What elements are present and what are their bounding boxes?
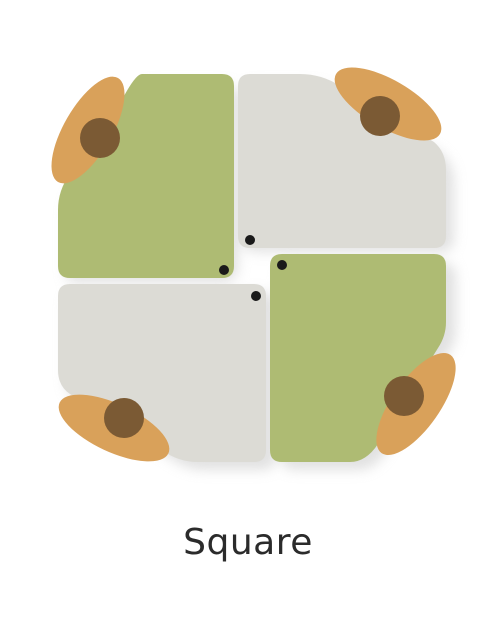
cable-port-bottom-left: [251, 291, 261, 301]
person-icon: [104, 398, 144, 438]
person-icon: [80, 118, 120, 158]
person-icon: [384, 376, 424, 416]
person-icon: [360, 96, 400, 136]
cable-port-top-right: [245, 235, 255, 245]
cable-port-bottom-right: [277, 260, 287, 270]
caption: Square: [0, 522, 496, 563]
cable-port-top-left: [219, 265, 229, 275]
